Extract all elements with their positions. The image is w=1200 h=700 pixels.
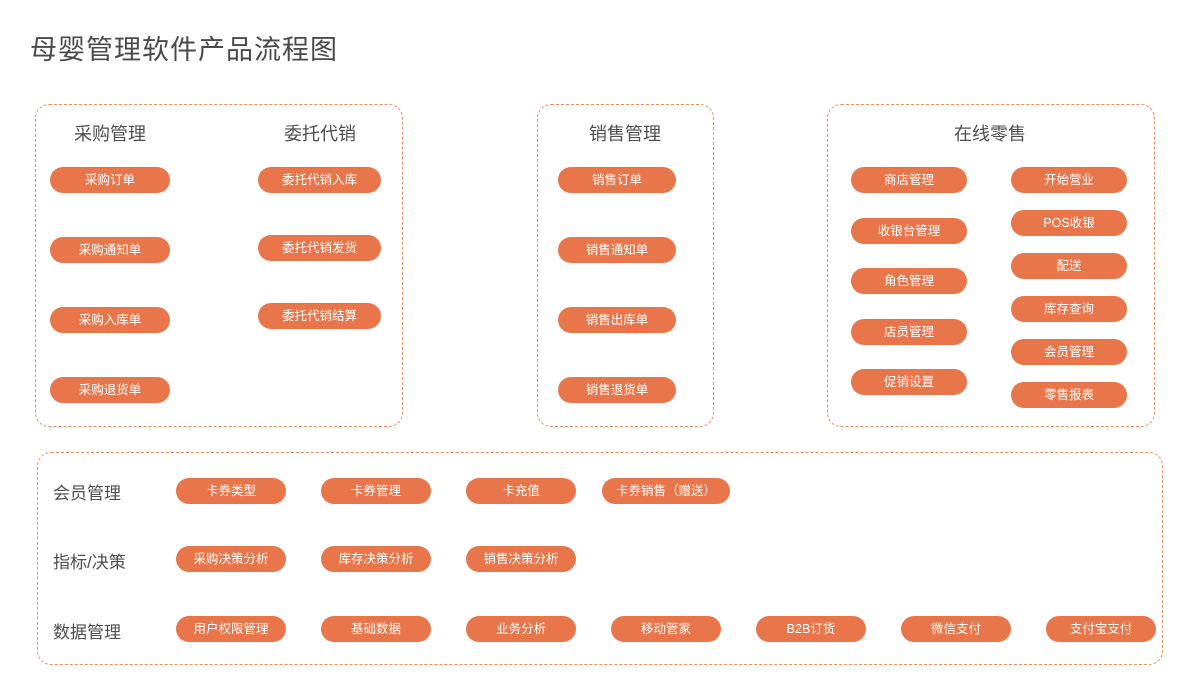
- module-pill[interactable]: 委托代销入库: [258, 167, 381, 193]
- online-retail-panel: [827, 104, 1155, 427]
- module-pill[interactable]: 开始营业: [1011, 167, 1127, 193]
- module-pill[interactable]: B2B订货: [756, 616, 866, 642]
- panel-column-title: 销售管理: [589, 124, 661, 144]
- module-pill[interactable]: 委托代销结算: [258, 303, 381, 329]
- module-pill[interactable]: 采购决策分析: [176, 546, 286, 572]
- module-pill[interactable]: 会员管理: [1011, 339, 1127, 365]
- module-pill[interactable]: 卡券类型: [176, 478, 286, 504]
- module-pill[interactable]: 卡券销售（赠送）: [602, 478, 730, 504]
- module-pill[interactable]: 移动管家: [611, 616, 721, 642]
- module-pill[interactable]: 库存决策分析: [321, 546, 431, 572]
- module-pill[interactable]: 用户权限管理: [176, 616, 286, 642]
- bottom-row-label: 会员管理: [53, 484, 121, 503]
- module-pill[interactable]: 销售出库单: [558, 307, 676, 333]
- module-pill[interactable]: 促销设置: [851, 369, 967, 395]
- bottom-panel: [37, 452, 1163, 665]
- module-pill[interactable]: 零售报表: [1011, 382, 1127, 408]
- module-pill[interactable]: 商店管理: [851, 167, 967, 193]
- module-pill[interactable]: 销售订单: [558, 167, 676, 193]
- module-pill[interactable]: 销售退货单: [558, 377, 676, 403]
- module-pill[interactable]: 卡券管理: [321, 478, 431, 504]
- module-pill[interactable]: 卡充值: [466, 478, 576, 504]
- module-pill[interactable]: 采购退货单: [50, 377, 170, 403]
- module-pill[interactable]: 采购入库单: [50, 307, 170, 333]
- panel-column-title: 采购管理: [74, 124, 146, 144]
- page-title: 母婴管理软件产品流程图: [30, 35, 338, 65]
- module-pill[interactable]: 店员管理: [851, 318, 967, 345]
- module-pill[interactable]: 销售通知单: [558, 237, 676, 263]
- module-pill[interactable]: 基础数据: [321, 616, 431, 642]
- module-pill[interactable]: 委托代销发货: [258, 235, 381, 261]
- module-pill[interactable]: 业务分析: [466, 616, 576, 642]
- module-pill[interactable]: POS收银: [1011, 210, 1127, 236]
- module-pill[interactable]: 销售决策分析: [466, 546, 576, 572]
- sales-panel: [537, 104, 714, 427]
- purchase-consignment-panel: [35, 104, 403, 427]
- module-pill[interactable]: 微信支付: [901, 616, 1011, 642]
- module-pill[interactable]: 支付宝支付: [1046, 616, 1156, 642]
- bottom-row-label: 指标/决策: [53, 553, 126, 572]
- bottom-row-label: 数据管理: [53, 623, 121, 642]
- module-pill[interactable]: 库存查询: [1011, 296, 1127, 322]
- panel-title: 在线零售: [954, 124, 1026, 144]
- module-pill[interactable]: 配送: [1011, 253, 1127, 279]
- panel-column-title: 委托代销: [284, 124, 356, 144]
- module-pill[interactable]: 采购通知单: [50, 237, 170, 263]
- module-pill[interactable]: 收银台管理: [851, 217, 967, 244]
- module-pill[interactable]: 角色管理: [851, 268, 967, 294]
- module-pill[interactable]: 采购订单: [50, 167, 170, 193]
